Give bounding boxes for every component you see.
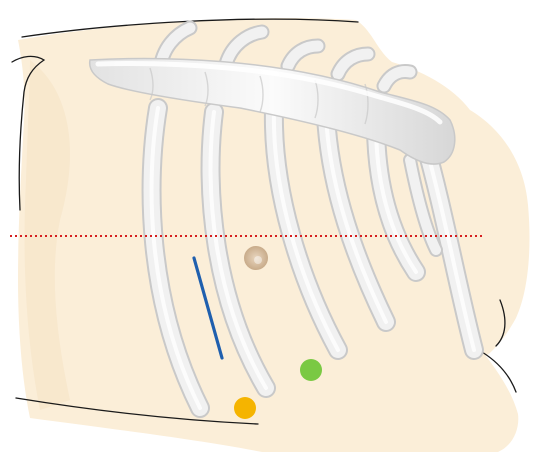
heart-marker: [244, 246, 268, 270]
site-marker-green[interactable]: [300, 359, 322, 381]
site-marker-orange[interactable]: [234, 397, 256, 419]
